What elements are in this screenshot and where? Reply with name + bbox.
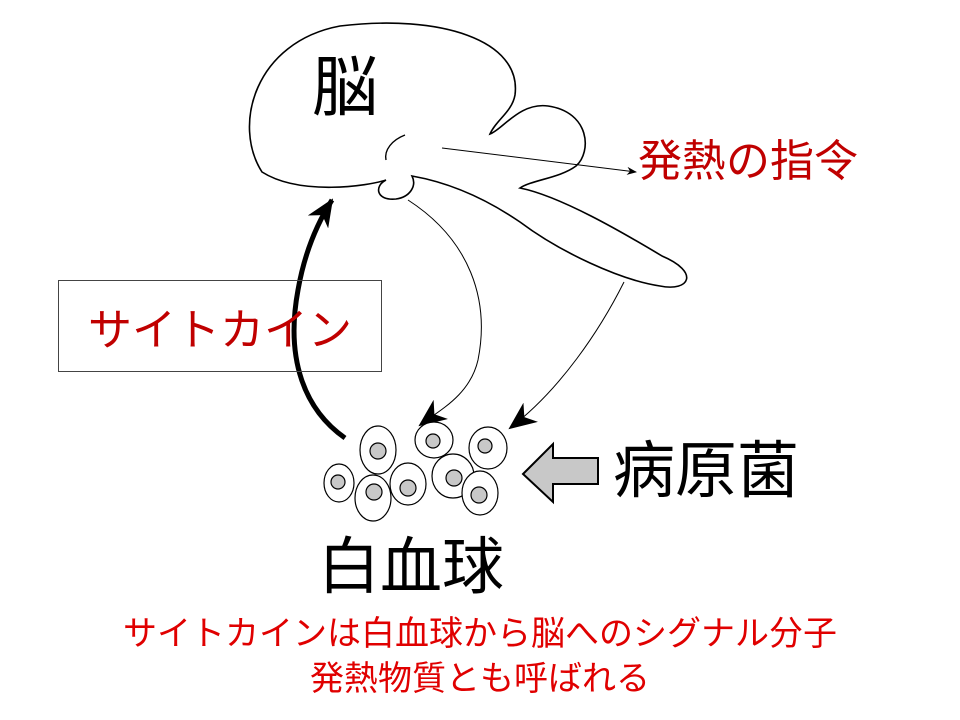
- white-blood-cells: [323, 421, 508, 522]
- cytokine-box: サイトカイン: [58, 280, 382, 372]
- white-blood-cell-label: 白血球: [318, 530, 505, 603]
- note-line-2: 発熱物質とも呼ばれる: [310, 659, 650, 699]
- fever-command-label: 発熱の指令: [638, 136, 858, 187]
- pathogen-label: 病原菌: [613, 434, 800, 507]
- cytokine-label: サイトカイン: [88, 305, 352, 356]
- brain-outline: [248, 22, 688, 288]
- fever-command-arrow: [441, 147, 637, 175]
- pathogen-arrow: [521, 441, 599, 505]
- brain-fold: [385, 134, 406, 161]
- cytokine-arrow: [291, 198, 347, 441]
- brain-label: 脳: [312, 49, 378, 126]
- note-line-1: サイトカインは白血球から脳へのシグナル分子: [123, 614, 837, 654]
- hypothalamus-to-cells-arrow: [508, 281, 625, 430]
- brain-to-cells-arrow: [407, 199, 482, 427]
